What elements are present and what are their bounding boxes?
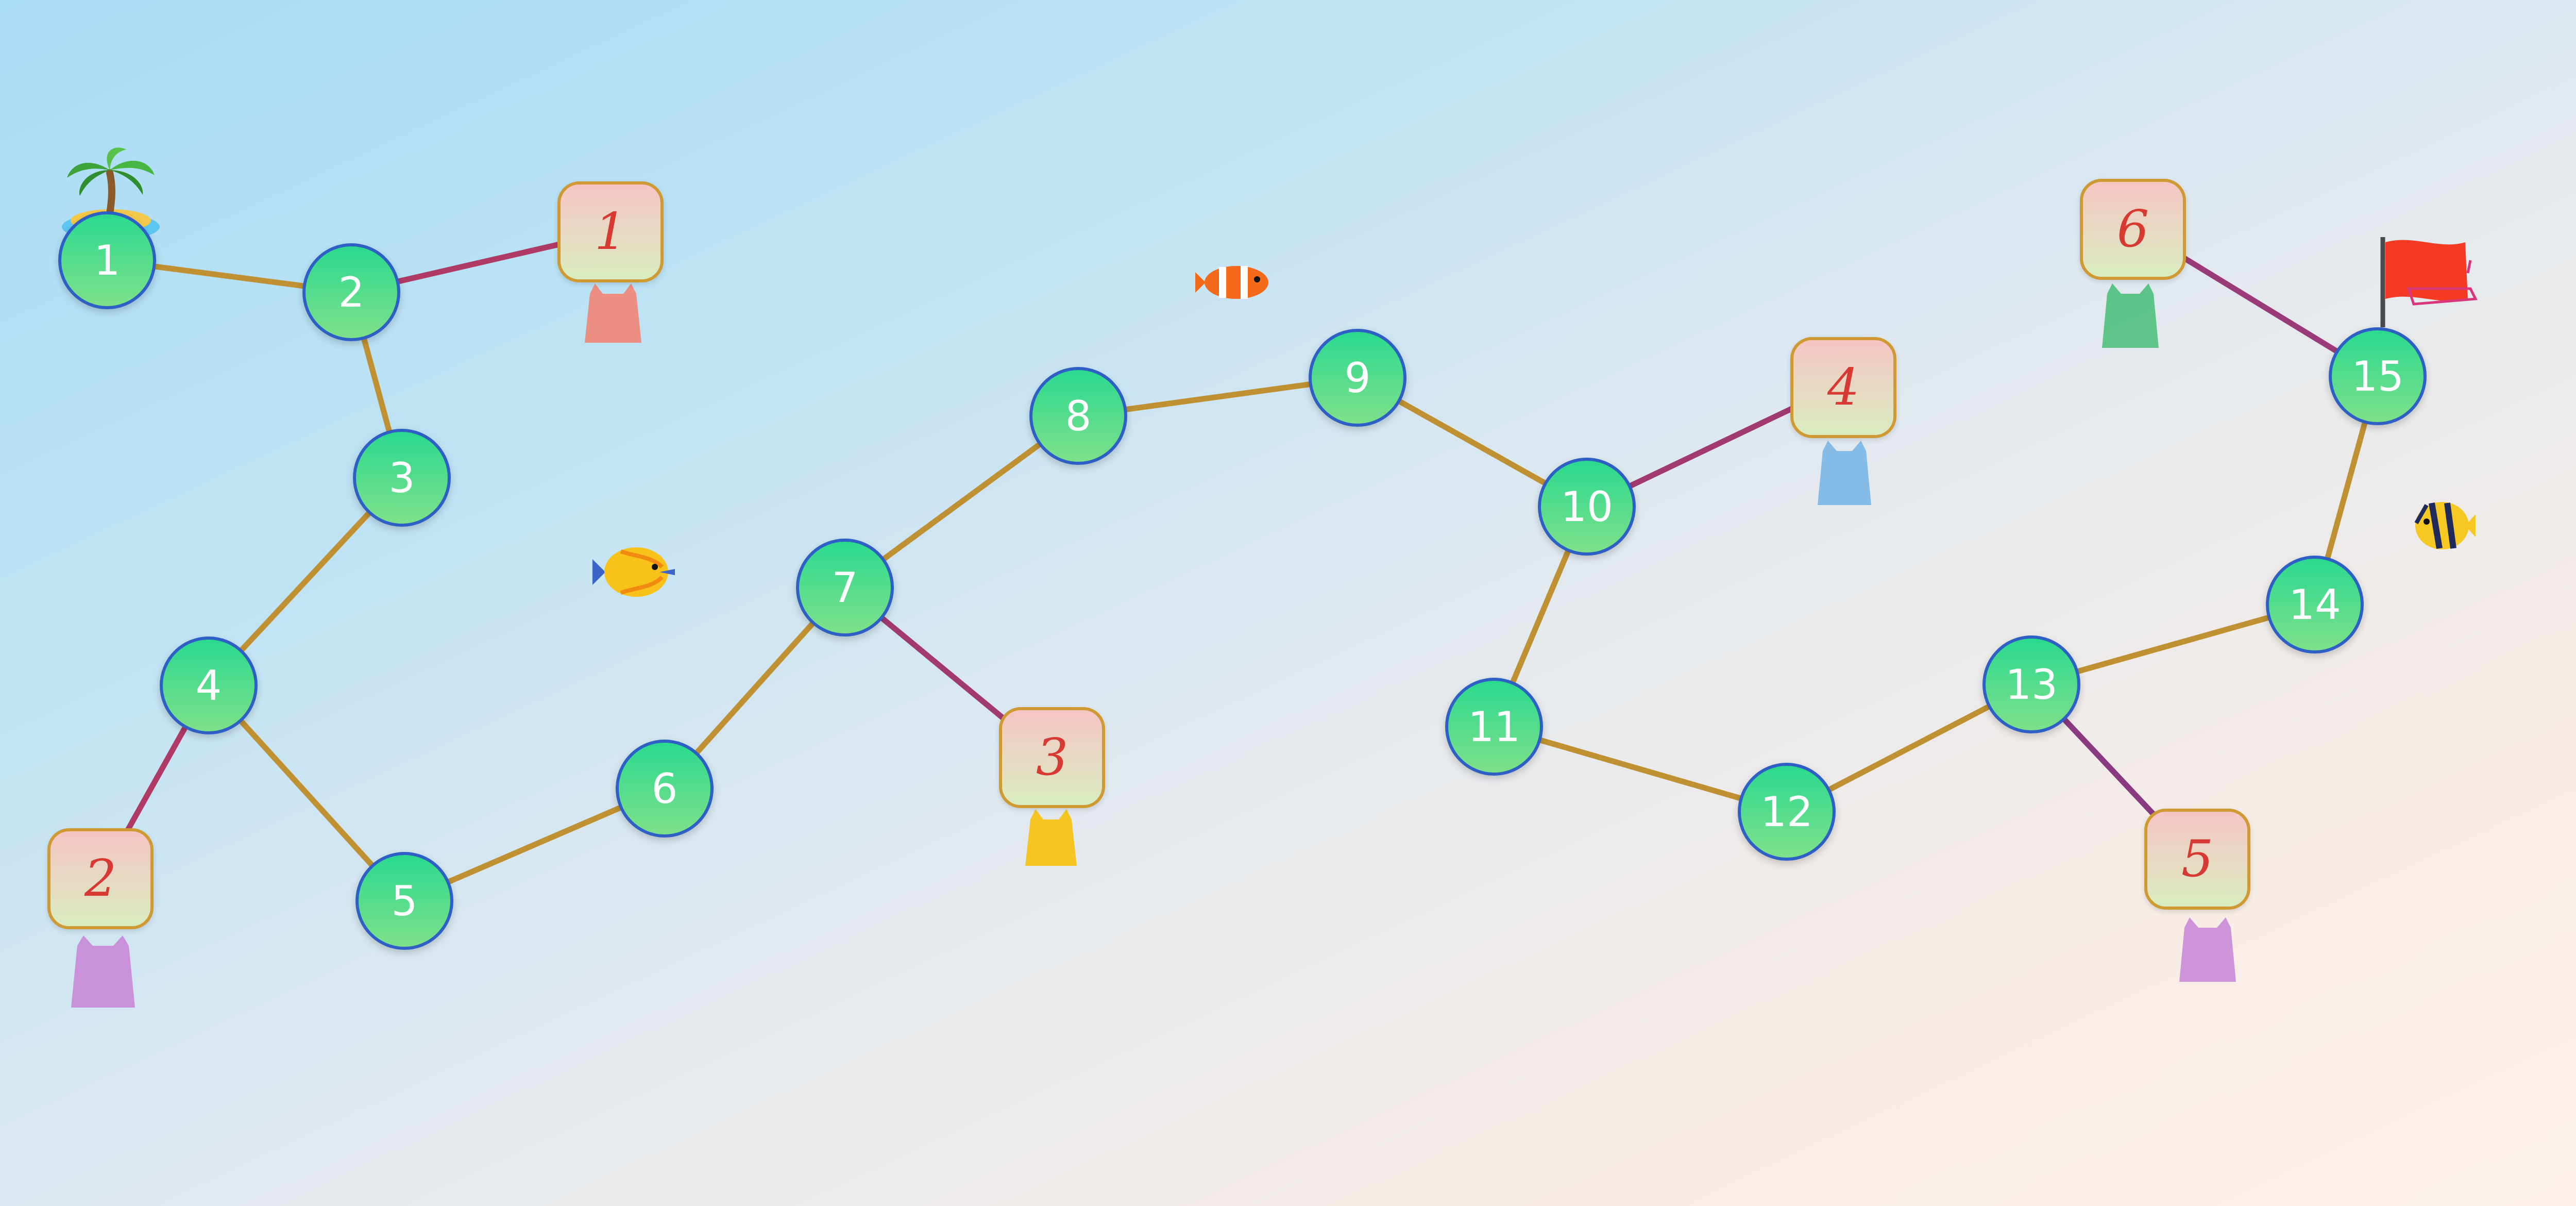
path-segment bbox=[1491, 724, 1790, 815]
level-node-5[interactable]: 5 bbox=[355, 852, 453, 950]
level-node-7[interactable]: 7 bbox=[796, 539, 894, 636]
bag-icon-3 bbox=[1025, 809, 1077, 866]
level-node-8[interactable]: 8 bbox=[1029, 367, 1127, 465]
level-node-11[interactable]: 11 bbox=[1445, 678, 1543, 776]
level-node-13[interactable]: 13 bbox=[1982, 635, 2080, 733]
level-node-2[interactable]: 2 bbox=[302, 243, 400, 341]
bag-icon-1 bbox=[585, 283, 641, 343]
level-node-6[interactable]: 6 bbox=[616, 740, 714, 837]
task-card-1[interactable]: 1 bbox=[557, 181, 664, 282]
bag-icon-4 bbox=[1818, 441, 1871, 505]
red-flag-icon bbox=[2380, 237, 2478, 327]
task-card-6[interactable]: 6 bbox=[2080, 179, 2186, 280]
task-card-3[interactable]: 3 bbox=[999, 707, 1105, 808]
bag-icon-2 bbox=[71, 935, 135, 1008]
level-node-9[interactable]: 9 bbox=[1309, 329, 1406, 427]
striped-angelfish-icon bbox=[2414, 502, 2476, 549]
yellow-tang-fish-icon bbox=[592, 547, 675, 597]
level-node-15[interactable]: 15 bbox=[2329, 327, 2427, 425]
main-path bbox=[104, 257, 2381, 904]
branch-connectors bbox=[97, 224, 2381, 882]
bag-icon-6 bbox=[2102, 283, 2159, 348]
clownfish-icon bbox=[1195, 266, 1268, 299]
level-node-4[interactable]: 4 bbox=[160, 636, 258, 734]
bag-icon-5 bbox=[2179, 917, 2236, 982]
level-node-14[interactable]: 14 bbox=[2266, 556, 2364, 654]
task-card-5[interactable]: 5 bbox=[2144, 809, 2250, 910]
level-node-12[interactable]: 12 bbox=[1738, 763, 1836, 861]
level-node-1[interactable]: 1 bbox=[58, 211, 156, 309]
task-card-2[interactable]: 2 bbox=[47, 828, 154, 929]
task-card-4[interactable]: 4 bbox=[1790, 337, 1896, 438]
level-node-3[interactable]: 3 bbox=[353, 429, 451, 527]
level-node-10[interactable]: 10 bbox=[1538, 458, 1636, 556]
